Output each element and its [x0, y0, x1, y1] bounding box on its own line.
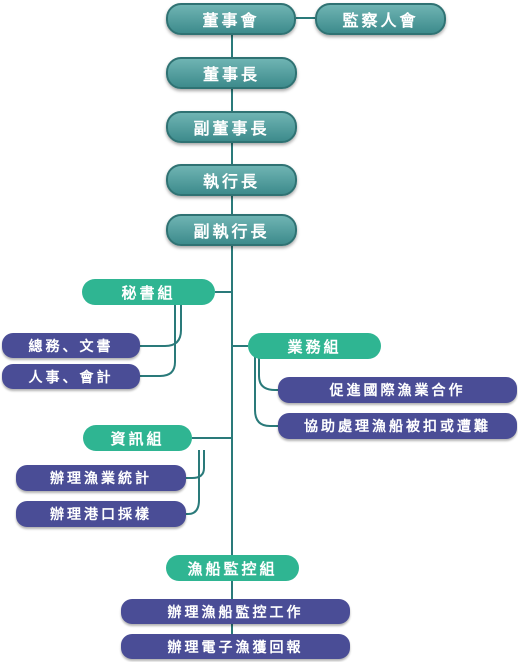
information-task-statistics: 辦理漁業統計 — [16, 465, 186, 491]
vice-chairman-box: 副董事長 — [166, 111, 297, 143]
information-group: 資訊組 — [83, 425, 192, 451]
business-group: 業務組 — [248, 333, 381, 359]
secretariat-group: 秘書組 — [82, 279, 215, 305]
chairman-box: 董事長 — [166, 57, 297, 89]
business-task-cooperation: 促進國際漁業合作 — [278, 377, 517, 403]
supervisors-box: 監察人會 — [315, 3, 446, 35]
executive-box: 執行長 — [166, 164, 297, 196]
vms-group: 漁船監控組 — [166, 555, 299, 581]
information-task-port-sampling: 辦理港口採樣 — [16, 501, 186, 527]
secretariat-task-general-affairs: 總務、文書 — [2, 333, 140, 358]
deputy-executive-box: 副執行長 — [166, 214, 297, 246]
vms-task-monitoring: 辦理漁船監控工作 — [121, 599, 350, 624]
secretariat-task-personnel: 人事、會計 — [2, 364, 140, 389]
board-box: 董事會 — [166, 3, 296, 35]
business-task-seizure-assistance: 協助處理漁船被扣或遭難 — [278, 413, 517, 439]
vms-task-e-logbook: 辦理電子漁獲回報 — [121, 634, 350, 659]
